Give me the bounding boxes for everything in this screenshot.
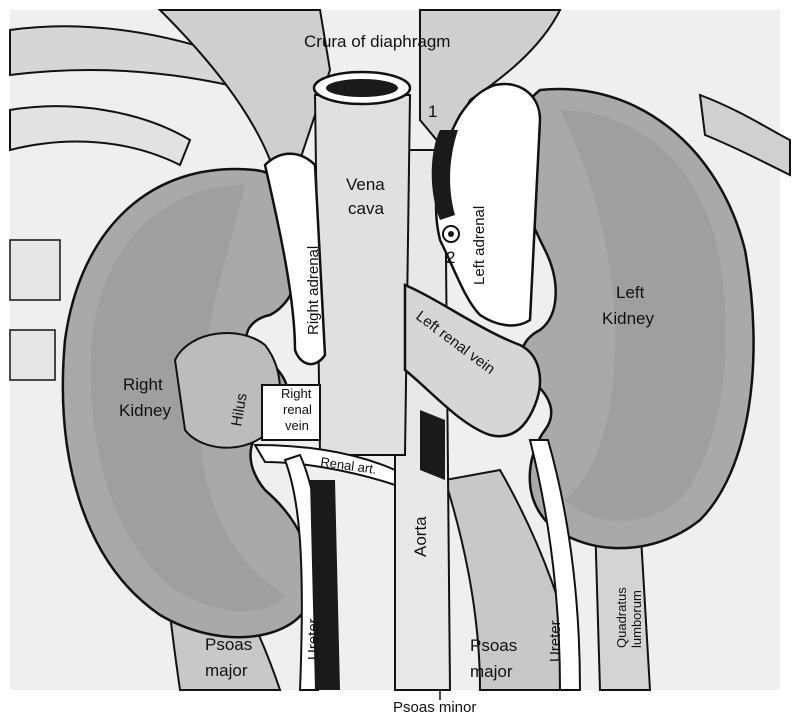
label-left-adrenal: Left adrenal — [471, 206, 488, 285]
right-side-wall-2 — [10, 330, 55, 380]
label-ureter-right: Ureter — [305, 618, 322, 660]
label-psoas-major-left-line1: Psoas — [470, 636, 517, 655]
label-psoas-major-left-line2: major — [470, 662, 513, 681]
label-number-1: 1 — [428, 102, 437, 121]
label-quadratus-line1: Quadratus — [614, 587, 629, 648]
label-right-kidney-line2: Kidney — [119, 401, 171, 420]
label-ureter-left: Ureter — [547, 620, 564, 662]
label-right-renal-vein-line2: renal — [283, 402, 312, 417]
label-right-adrenal: Right adrenal — [305, 246, 322, 335]
label-psoas-major-right-line1: Psoas — [205, 635, 252, 654]
label-number-2: 2 — [446, 248, 455, 267]
label-psoas-major-right-line2: major — [205, 661, 248, 680]
label-left-kidney-line1: Left — [616, 283, 645, 302]
label-right-kidney-line1: Right — [123, 375, 163, 394]
label-vena-cava-line1: Vena — [346, 175, 385, 194]
right-side-wall — [10, 240, 60, 300]
vena-cava-lumen — [326, 79, 398, 97]
dark-accent-2 — [420, 410, 445, 480]
vena-cava-shape — [315, 95, 410, 455]
label-quadratus-line2: lumborum — [629, 590, 644, 648]
label-right-renal-vein-line1: Right — [281, 386, 312, 401]
label-left-kidney-line2: Kidney — [602, 309, 654, 328]
label-vena-cava-line2: cava — [348, 199, 384, 218]
marker-2-dot — [448, 231, 454, 237]
label-aorta: Aorta — [411, 516, 430, 557]
label-psoas-minor: Psoas minor — [393, 699, 476, 716]
label-right-renal-vein-line3: vein — [285, 418, 309, 433]
label-crura-of-diaphragm: Crura of diaphragm — [304, 32, 450, 51]
